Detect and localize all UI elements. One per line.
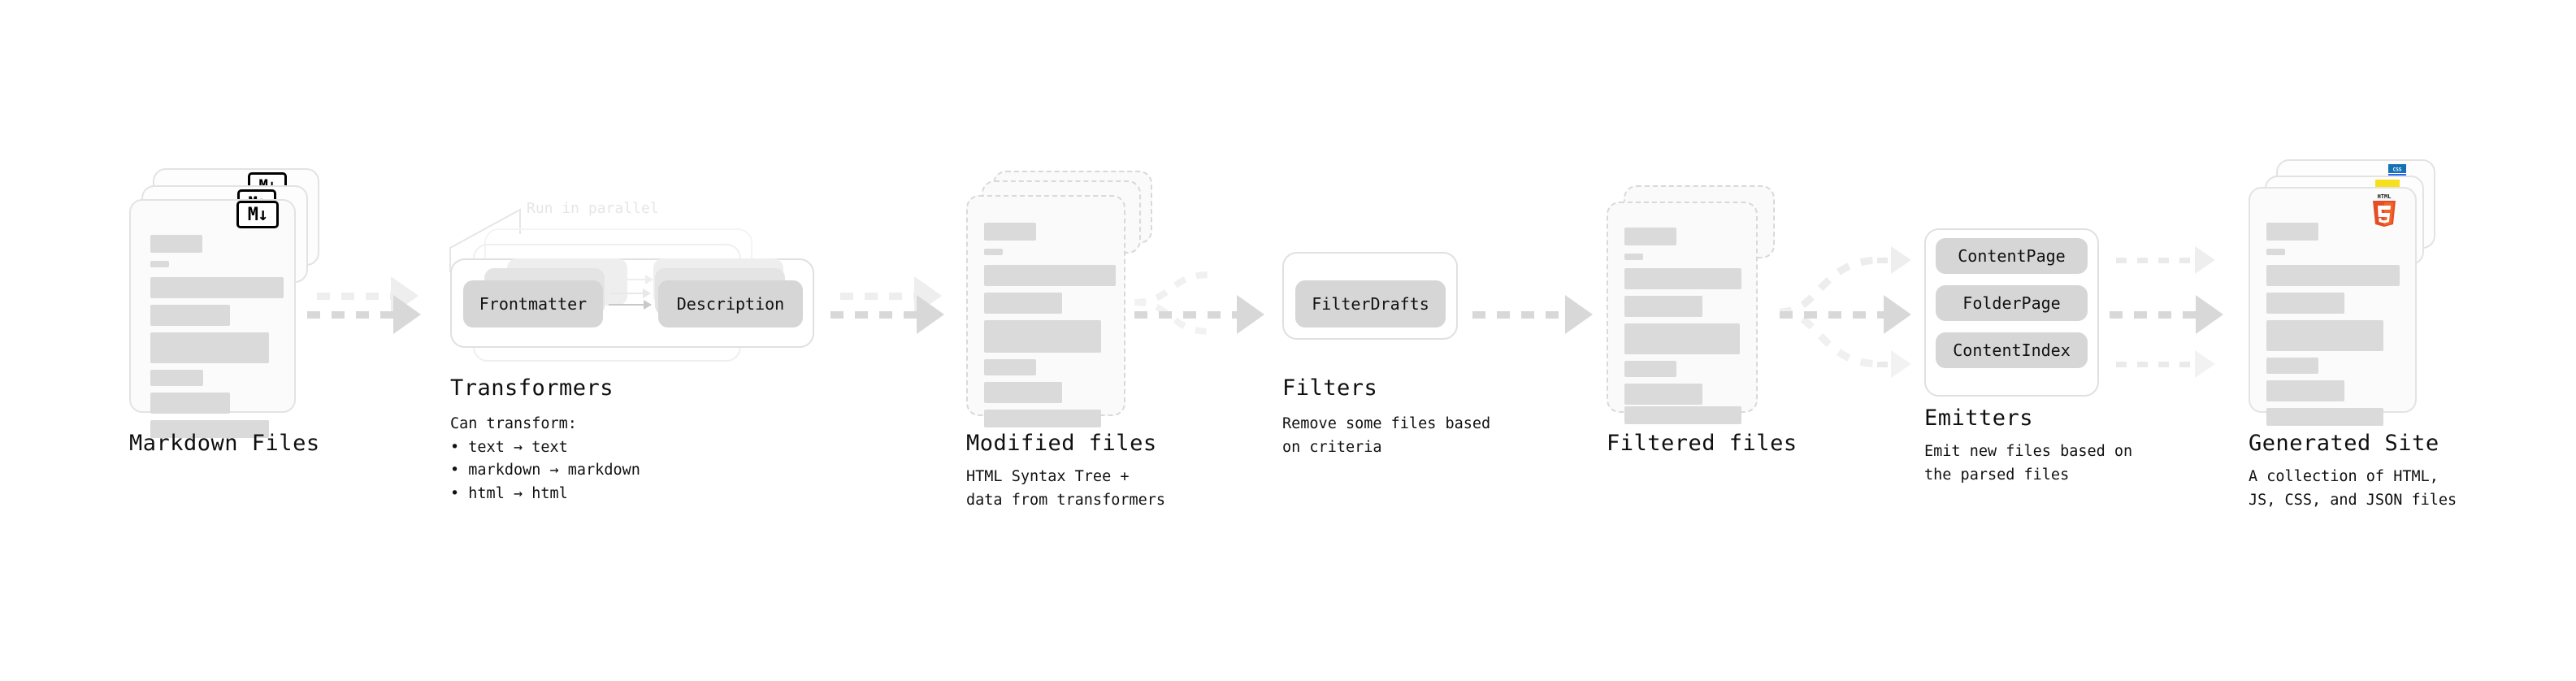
stage-title-generated-site: Generated Site xyxy=(2249,431,2439,456)
transformer-inner-arrow-ghost-1 xyxy=(609,288,651,298)
stage-title-modified-files: Modified files xyxy=(966,431,1157,456)
skeleton-line xyxy=(984,223,1036,241)
skeleton-line xyxy=(984,382,1062,403)
transformer-inner-arrow xyxy=(609,300,652,310)
stage-title-filters: Filters xyxy=(1282,375,1378,401)
skeleton-line xyxy=(984,320,1101,353)
skeleton-line xyxy=(1624,361,1676,377)
stage-desc-transformers: Can transform: • text → text • markdown … xyxy=(450,415,640,503)
skeleton-line xyxy=(1624,384,1702,405)
arrow-markdown-to-transformers xyxy=(307,295,421,334)
skeleton-line xyxy=(1624,254,1643,260)
transformer-inner-arrow-ghost-2 xyxy=(614,275,653,284)
arrow-modified-to-filters-curve xyxy=(1134,271,1210,335)
stage-desc-emitters: Emit new files based on the parsed files xyxy=(1924,443,2133,484)
arrow-emitters-to-site-bottom xyxy=(2116,349,2215,379)
arrow-filtered-to-emitter-bottom xyxy=(1877,349,1911,379)
emitter-node-contentindex[interactable]: ContentIndex xyxy=(1936,332,2088,368)
skeleton-line xyxy=(2266,358,2318,374)
svg-text:CSS: CSS xyxy=(2393,167,2402,173)
run-in-parallel-label: Run in parallel xyxy=(527,200,659,217)
run-in-parallel-bracket xyxy=(449,208,521,272)
transformer-node-description[interactable]: Description xyxy=(658,280,803,327)
modified-card-front xyxy=(966,195,1125,427)
stage-title-filtered-files: Filtered files xyxy=(1607,431,1798,456)
skeleton-line xyxy=(1624,406,1741,424)
skeleton-line xyxy=(984,410,1101,427)
skeleton-line xyxy=(2266,265,2400,286)
skeleton-line xyxy=(2266,249,2285,255)
skeleton-line xyxy=(150,420,269,438)
stage-desc-modified-files: HTML Syntax Tree + data from transformer… xyxy=(966,468,1166,509)
skeleton-line xyxy=(150,235,202,253)
skeleton-line xyxy=(2266,380,2344,401)
svg-text:HTML: HTML xyxy=(2378,193,2392,200)
arrow-modified-to-filters xyxy=(1134,295,1264,334)
markdown-icon: M↓ xyxy=(236,201,279,228)
stage-title-transformers: Transformers xyxy=(450,375,614,401)
skeleton-line xyxy=(1624,228,1676,245)
skeleton-line xyxy=(984,265,1116,286)
skeleton-line xyxy=(984,249,1003,255)
stage-desc-filters: Remove some files based on criteria xyxy=(1282,415,1491,456)
skeleton-line xyxy=(2266,293,2344,314)
css3-icon: CSS xyxy=(2388,164,2406,176)
skeleton-line xyxy=(1624,296,1702,317)
skeleton-line xyxy=(150,332,269,363)
skeleton-line xyxy=(984,293,1062,314)
arrow-emitters-to-site-top xyxy=(2116,245,2215,275)
skeleton-line xyxy=(2266,320,2383,351)
arrow-filtered-to-emitters-fan xyxy=(1779,256,1881,368)
site-card-front xyxy=(2249,187,2417,426)
arrow-emitters-to-site xyxy=(2110,295,2223,334)
filter-node-filterdrafts[interactable]: FilterDrafts xyxy=(1295,280,1446,327)
markdown-card-front xyxy=(129,199,296,438)
skeleton-line xyxy=(150,370,203,386)
arrow-filtered-to-emitters xyxy=(1780,295,1911,334)
skeleton-line xyxy=(150,277,284,298)
skeleton-line xyxy=(1624,323,1740,354)
skeleton-line xyxy=(150,393,230,414)
skeleton-line xyxy=(2266,408,2383,426)
stage-title-markdown-files: Markdown Files xyxy=(129,431,320,456)
stage-desc-generated-site: A collection of HTML, JS, CSS, and JSON … xyxy=(2249,468,2457,509)
skeleton-line xyxy=(984,359,1036,375)
skeleton-line xyxy=(2266,223,2318,241)
emitter-node-contentpage[interactable]: ContentPage xyxy=(1936,238,2088,274)
arrow-filters-to-filtered xyxy=(1472,295,1593,334)
filtered-card-front xyxy=(1607,202,1758,424)
emitter-node-folderpage[interactable]: FolderPage xyxy=(1936,285,2088,321)
skeleton-line xyxy=(150,305,230,326)
skeleton-line xyxy=(1624,268,1741,289)
transformer-node-frontmatter[interactable]: Frontmatter xyxy=(463,280,603,327)
skeleton-line xyxy=(150,261,169,267)
stage-title-emitters: Emitters xyxy=(1924,406,2034,431)
arrow-transformers-to-modified xyxy=(830,295,944,334)
html5-icon: HTML xyxy=(2373,193,2396,227)
arrow-filtered-to-emitter-top xyxy=(1877,245,1911,275)
